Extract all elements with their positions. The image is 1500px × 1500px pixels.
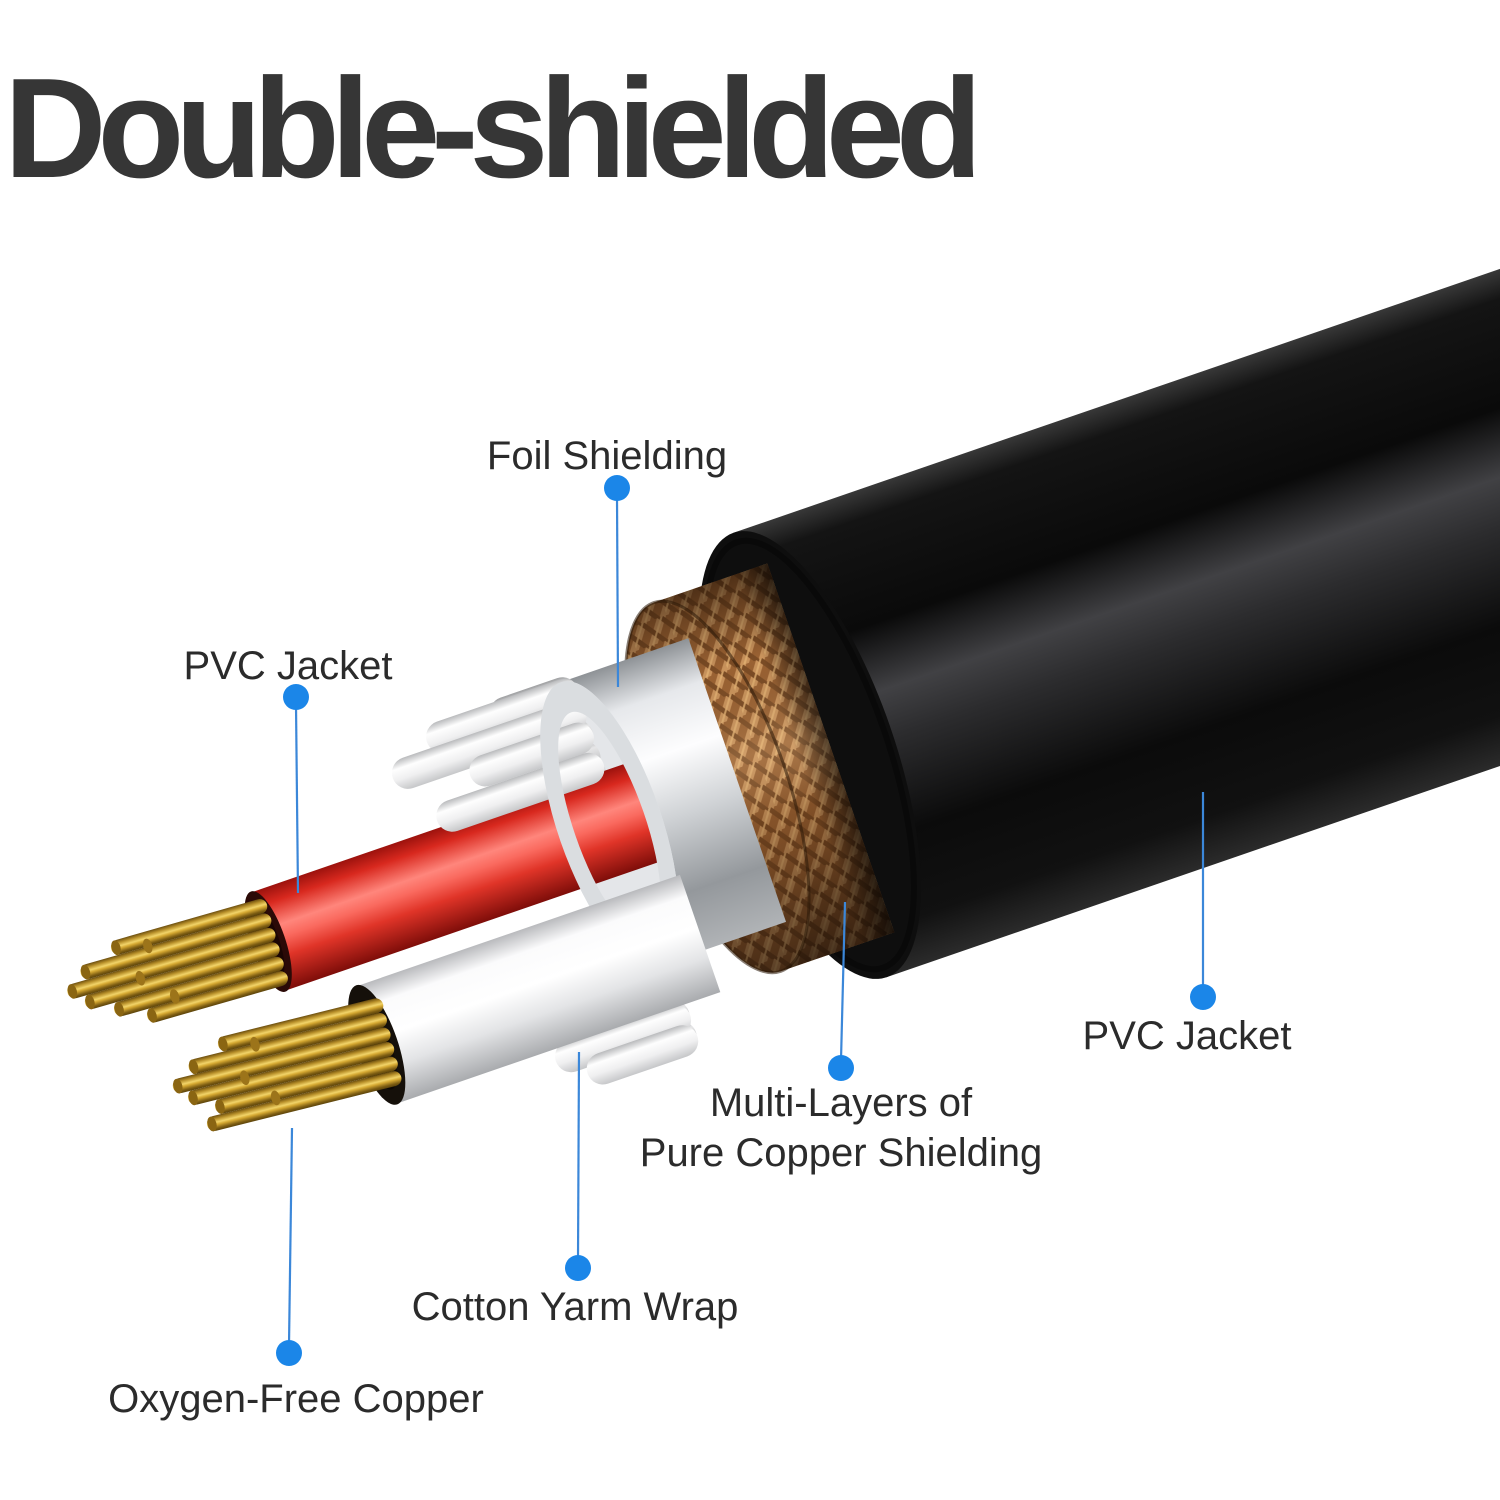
pointer-dot-cotton	[565, 1255, 591, 1281]
label-pvc-jacket-right: PVC Jacket	[1082, 1014, 1292, 1058]
copper-strands-red	[67, 899, 288, 1023]
label-cotton-yarm-wrap: Cotton Yarm Wrap	[411, 1285, 739, 1329]
leader-line-foil	[615, 495, 620, 688]
label-copper-shielding-line2: Pure Copper Shielding	[639, 1131, 1043, 1175]
leader-line-pvc-left	[294, 704, 300, 894]
pointer-dots	[276, 475, 1216, 1366]
leader-lines	[287, 495, 1205, 1346]
leader-line-copper-shield	[839, 901, 847, 1061]
label-oxygen-free-copper: Oxygen-Free Copper	[108, 1377, 484, 1421]
label-pvc-jacket-left: PVC Jacket	[183, 644, 393, 688]
page-title: Double-shielded	[4, 49, 983, 208]
label-copper-shielding-line1: Multi-Layers of	[709, 1081, 973, 1125]
pointer-dot-pvc-right	[1190, 984, 1216, 1010]
leader-line-cotton	[576, 1051, 581, 1261]
cotton-yarn-rods-front	[391, 679, 699, 1085]
pointer-dot-oxygen	[276, 1340, 302, 1366]
pointer-dot-copper-shield	[828, 1055, 854, 1081]
label-copper-shielding: Multi-Layers of Pure Copper Shielding	[640, 1078, 1042, 1178]
copper-strands-white	[172, 998, 402, 1132]
leader-line-oxygen	[287, 1127, 294, 1346]
label-foil-shielding: Foil Shielding	[486, 434, 728, 478]
pointer-dot-foil	[604, 475, 630, 501]
white-conductor	[172, 874, 721, 1132]
pointer-dot-pvc-left	[283, 684, 309, 710]
